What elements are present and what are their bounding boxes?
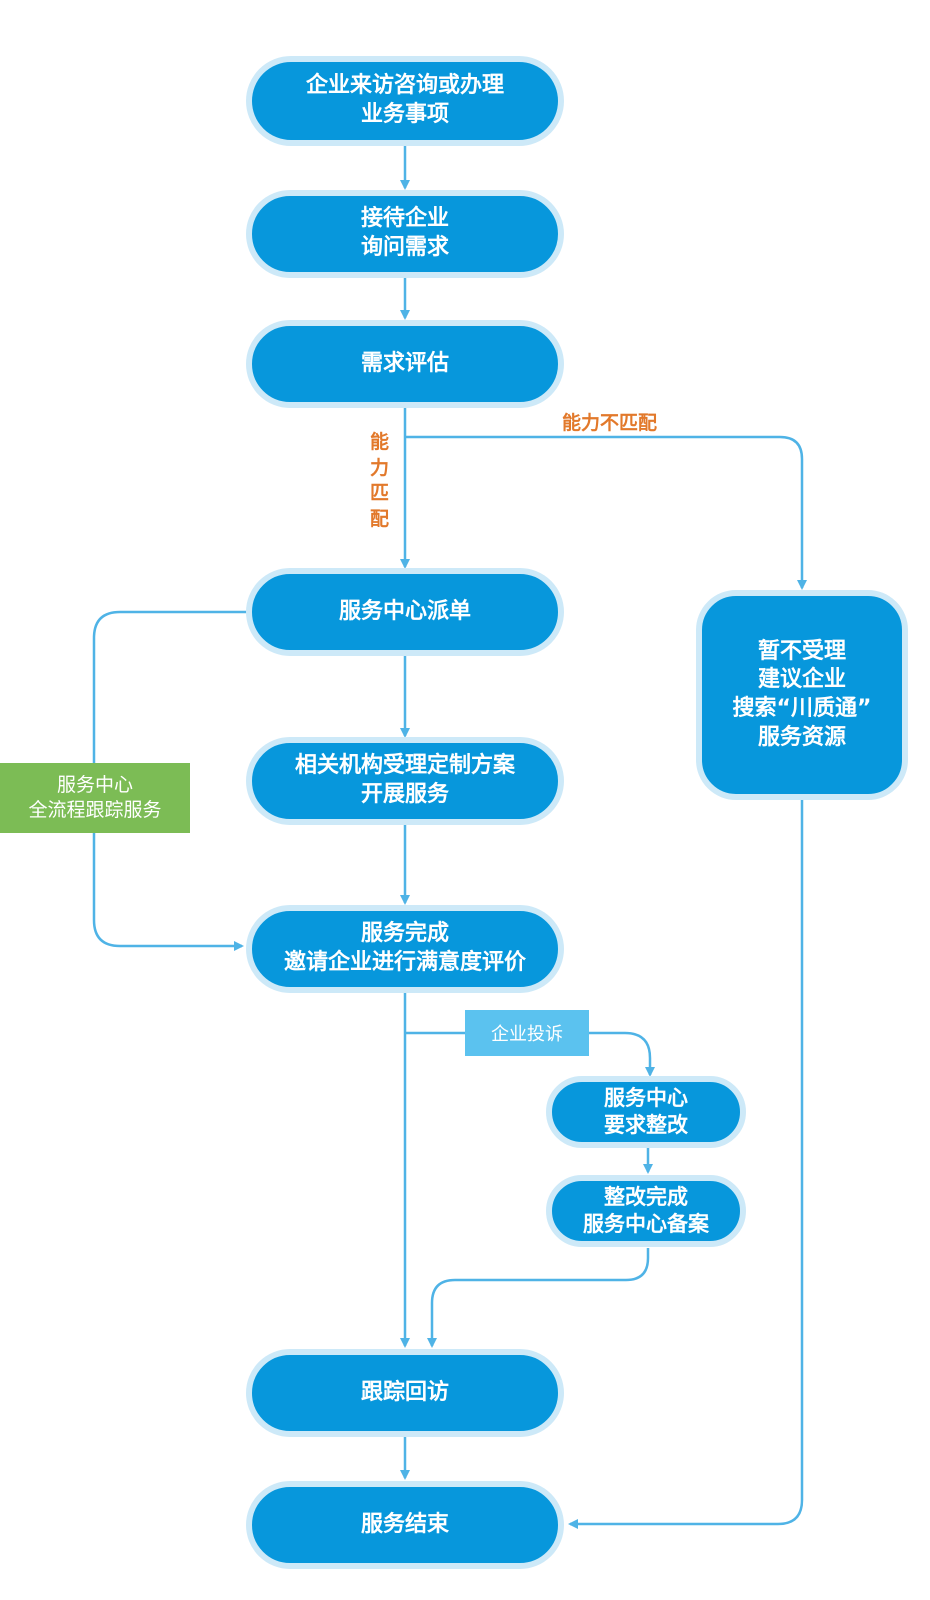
node-followup: 跟踪回访 xyxy=(246,1349,564,1437)
arrow-mismatch-reject xyxy=(405,435,807,590)
label-mismatch: 能力不匹配 xyxy=(562,412,658,434)
arrow-complaint-rectify xyxy=(405,1031,655,1077)
node-rectify-done: 整改完成 服务中心备案 xyxy=(546,1175,746,1247)
arrow-done-followup xyxy=(427,1248,650,1348)
arrow-reject-end xyxy=(568,800,804,1529)
node-visit: 企业来访咨询或办理 业务事项 xyxy=(246,56,564,146)
node-reception: 接待企业 询问需求 xyxy=(246,190,564,278)
node-end: 服务结束 xyxy=(246,1481,564,1569)
label-complaint: 企业投诉 xyxy=(465,1010,589,1056)
node-assess: 需求评估 xyxy=(246,320,564,408)
label-match: 能 力 匹 配 xyxy=(370,431,390,530)
node-dispatch: 服务中心派单 xyxy=(246,568,564,656)
label-tracking: 服务中心 全流程跟踪服务 xyxy=(0,763,190,833)
node-reject: 暂不受理 建议企业 搜索“川质通” 服务资源 xyxy=(696,590,908,800)
node-institution: 相关机构受理定制方案 开展服务 xyxy=(246,737,564,825)
node-complete: 服务完成 邀请企业进行满意度评价 xyxy=(246,905,564,993)
node-rectify-request: 服务中心 要求整改 xyxy=(546,1076,746,1148)
